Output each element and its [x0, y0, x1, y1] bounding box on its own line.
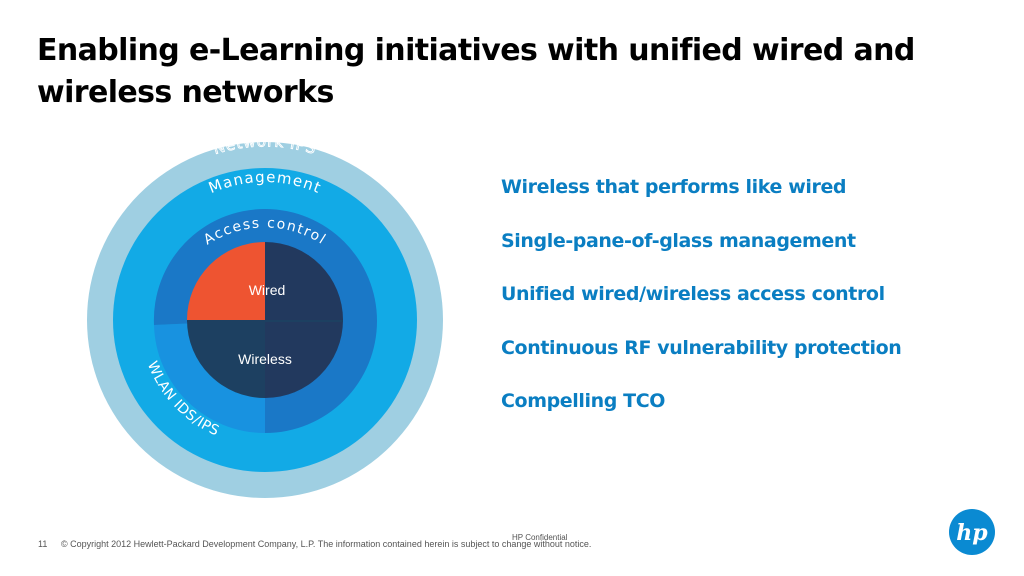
benefit-item: Wireless that performs like wired [501, 176, 847, 198]
quadrant-top-right [265, 242, 343, 320]
benefit-item: Single-pane-of-glass management [501, 229, 856, 252]
quadrant-bottom-left [187, 320, 265, 398]
benefit-item: Continuous RF vulnerability protection [501, 336, 902, 359]
benefit-item: Unified wired/wireless access control [501, 283, 885, 305]
quadrant-bottom-right [265, 320, 343, 398]
benefit-item: Compelling TCO [501, 390, 666, 412]
slide-title: Enabling e-Learning initiatives with uni… [37, 33, 915, 110]
page-number: 11 [38, 539, 48, 549]
benefits-list: Wireless that performs like wired Single… [501, 172, 1001, 440]
wireless-band [187, 320, 343, 322]
copyright-notice: © Copyright 2012 Hewlett-Packard Develop… [61, 539, 592, 549]
hp-logo: hp [949, 509, 995, 555]
svg-text:hp: hp [956, 520, 988, 546]
quadrant-top-left [187, 242, 265, 320]
network-rings-diagram: Network IPS Management Access control WL… [87, 140, 443, 498]
center-label-wireless: Wireless [238, 351, 292, 367]
confidential-label: HP Confidential [512, 533, 568, 542]
center-label-wired: Wired [249, 282, 286, 298]
